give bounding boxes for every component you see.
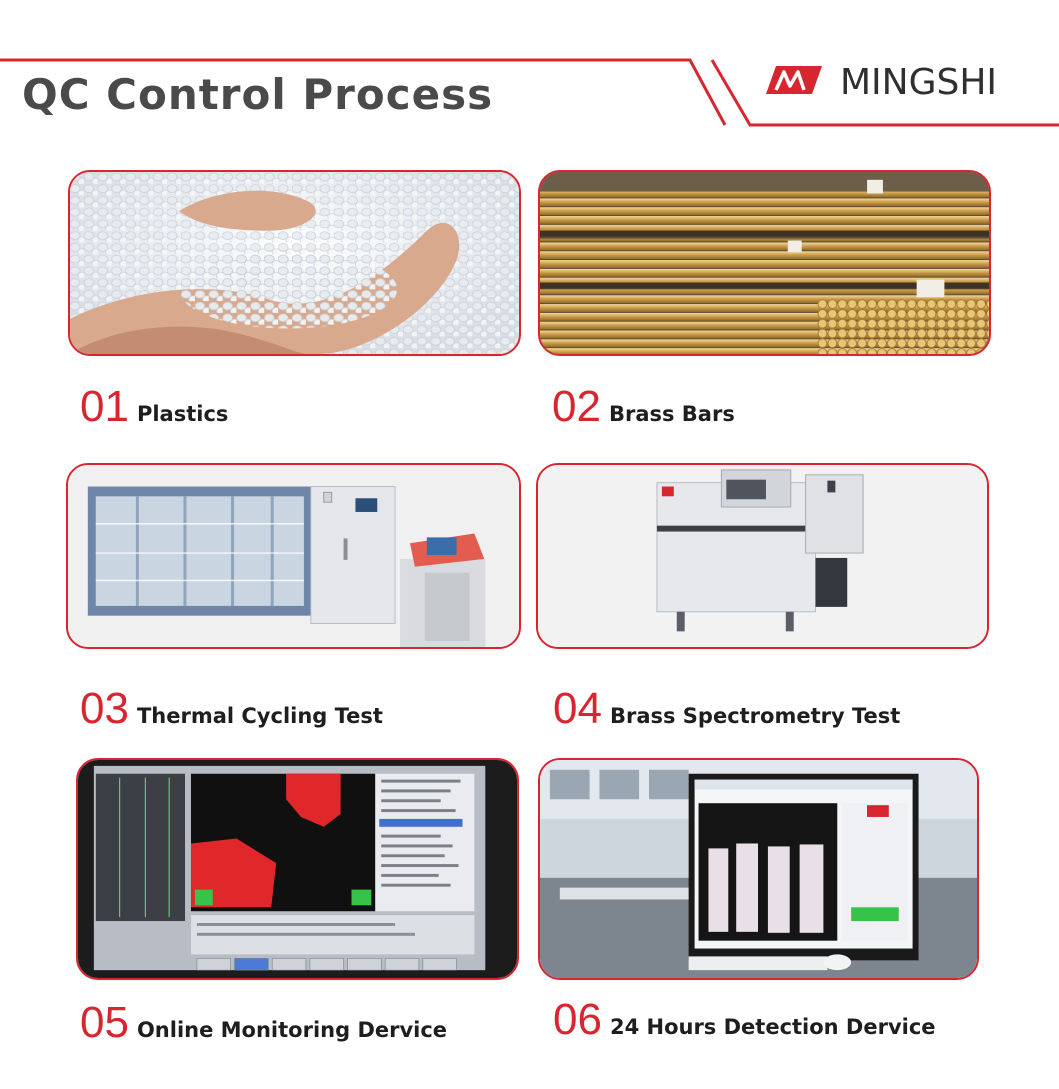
step-03-caption: 03 Thermal Cycling Test	[80, 684, 383, 734]
page-title: QC Control Process	[22, 70, 494, 119]
step-06-number: 06	[553, 995, 602, 1044]
header-rule	[0, 58, 1059, 127]
step-06-label: 24 Hours Detection Dervice	[609, 1015, 936, 1039]
step-06-image	[538, 758, 979, 980]
brand-logo: MINGSHI	[760, 60, 1050, 103]
step-01-caption: 01 Plastics	[80, 382, 228, 432]
step-05-image	[76, 758, 519, 980]
step-04-label: Brass Spectrometry Test	[609, 704, 901, 728]
brand-mark-icon	[766, 66, 822, 94]
step-04-number: 04	[553, 684, 602, 733]
step-06-caption: 06 24 Hours Detection Dervice	[553, 995, 936, 1045]
step-02-caption: 02 Brass Bars	[552, 382, 735, 432]
step-03-number: 03	[80, 684, 129, 733]
step-02-image	[538, 170, 991, 356]
step-05-number: 05	[80, 998, 129, 1047]
step-02-label: Brass Bars	[608, 402, 735, 426]
step-03-label: Thermal Cycling Test	[136, 704, 383, 728]
step-04-caption: 04 Brass Spectrometry Test	[553, 684, 900, 734]
step-05-caption: 05 Online Monitoring Dervice	[80, 998, 447, 1048]
step-04-image	[536, 463, 989, 649]
brand-name: MINGSHI	[840, 62, 998, 103]
step-02-number: 02	[552, 382, 601, 431]
step-03-image	[66, 463, 521, 649]
step-01-number: 01	[80, 382, 129, 431]
step-01-label: Plastics	[136, 402, 229, 426]
step-05-label: Online Monitoring Dervice	[136, 1018, 448, 1042]
step-01-image	[68, 170, 521, 356]
